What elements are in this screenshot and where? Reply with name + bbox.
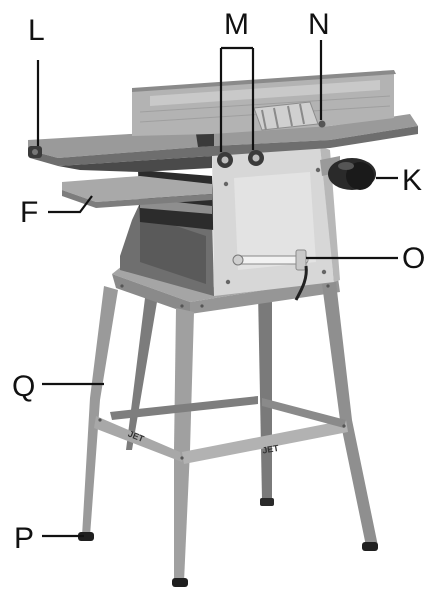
callout-o: O xyxy=(402,242,425,275)
handwheel-highlight xyxy=(338,162,354,170)
jointer-table-top xyxy=(28,114,418,158)
thicknessing-table-front xyxy=(62,190,212,208)
base-side-shade xyxy=(140,214,206,284)
cutter-gap xyxy=(196,133,214,147)
fence xyxy=(132,70,396,136)
stand-top-frame xyxy=(112,266,338,302)
depth-knob-right-cap xyxy=(252,154,260,162)
leader-lines xyxy=(36,40,398,538)
stand-foot-right xyxy=(362,542,378,551)
stand-back-right-leg xyxy=(258,292,272,500)
callout-q: Q xyxy=(12,370,35,403)
stand-bolt xyxy=(180,456,184,460)
fence-bracket-rod xyxy=(273,107,279,129)
handwheel-rim xyxy=(346,162,374,190)
callout-m: M xyxy=(224,8,249,41)
main-housing-edge xyxy=(320,146,340,282)
stand-bolt xyxy=(120,284,124,288)
housing-bolt xyxy=(223,181,229,187)
stand-foot-left xyxy=(78,532,94,541)
stand-bolt xyxy=(98,418,102,422)
fence-top-edge xyxy=(132,70,396,92)
switch-handle[interactable] xyxy=(232,249,309,271)
stand-logo-front: JET xyxy=(261,443,279,456)
stand-back-left-leg xyxy=(126,290,158,450)
leader-line-f xyxy=(48,195,93,214)
height-handwheel[interactable] xyxy=(320,156,376,190)
callout-f: F xyxy=(20,196,38,229)
fence-bracket-rod xyxy=(299,103,305,125)
fence-lock-screw[interactable] xyxy=(318,120,326,128)
stand-front-left-leg xyxy=(82,286,118,536)
stand-front-stretcher xyxy=(182,420,348,464)
switch-handle-knob xyxy=(232,254,244,266)
stand-top-frame-side xyxy=(112,274,190,314)
callout-n: N xyxy=(308,8,330,41)
table-lock-knob-cap xyxy=(32,149,38,155)
main-housing-panel xyxy=(234,172,316,270)
fence-bracket-rod xyxy=(287,105,293,127)
switch-handle-bracket xyxy=(295,249,307,271)
depth-knob-left[interactable] xyxy=(217,152,233,168)
stand-front-center-leg xyxy=(174,308,194,582)
callout-k: K xyxy=(402,164,422,197)
thicknessing-table-top xyxy=(62,176,212,202)
stand-right-leg xyxy=(322,282,378,546)
callout-p: P xyxy=(14,522,34,555)
stand-back-stretcher xyxy=(110,396,258,420)
stand-left-stretcher xyxy=(94,416,182,462)
stand-back-foot xyxy=(260,498,274,506)
housing-bolt xyxy=(321,269,327,275)
jointer-table-underside xyxy=(58,156,212,172)
housing-bolt xyxy=(225,279,231,285)
stand-right-stretcher xyxy=(262,398,346,428)
stand: JET JET xyxy=(78,266,378,587)
depth-adjustment-knobs xyxy=(217,150,264,168)
table-lock-knob[interactable] xyxy=(28,146,42,158)
fence-bracket-rods xyxy=(261,103,305,131)
power-cord xyxy=(294,265,308,301)
stand-bolt xyxy=(200,304,204,308)
jointer-table-front xyxy=(28,126,418,166)
stand-bolt xyxy=(326,284,330,288)
thicknessing-table xyxy=(62,176,212,208)
housing-bolt xyxy=(315,167,321,173)
fence-face-highlight xyxy=(150,80,380,106)
jointer-tables xyxy=(28,114,418,172)
depth-knob-left-cap xyxy=(221,156,229,164)
fence-rib xyxy=(139,95,391,113)
depth-knob-right[interactable] xyxy=(248,150,264,166)
stand-bolts xyxy=(98,284,346,460)
stand-bolt xyxy=(342,424,346,428)
stand-foot-center xyxy=(172,578,188,587)
fence-bracket-rod xyxy=(261,109,267,131)
callout-l: L xyxy=(28,14,45,47)
callout-letters: L M N K F O Q P xyxy=(12,8,425,555)
stand-bolt xyxy=(180,304,184,308)
